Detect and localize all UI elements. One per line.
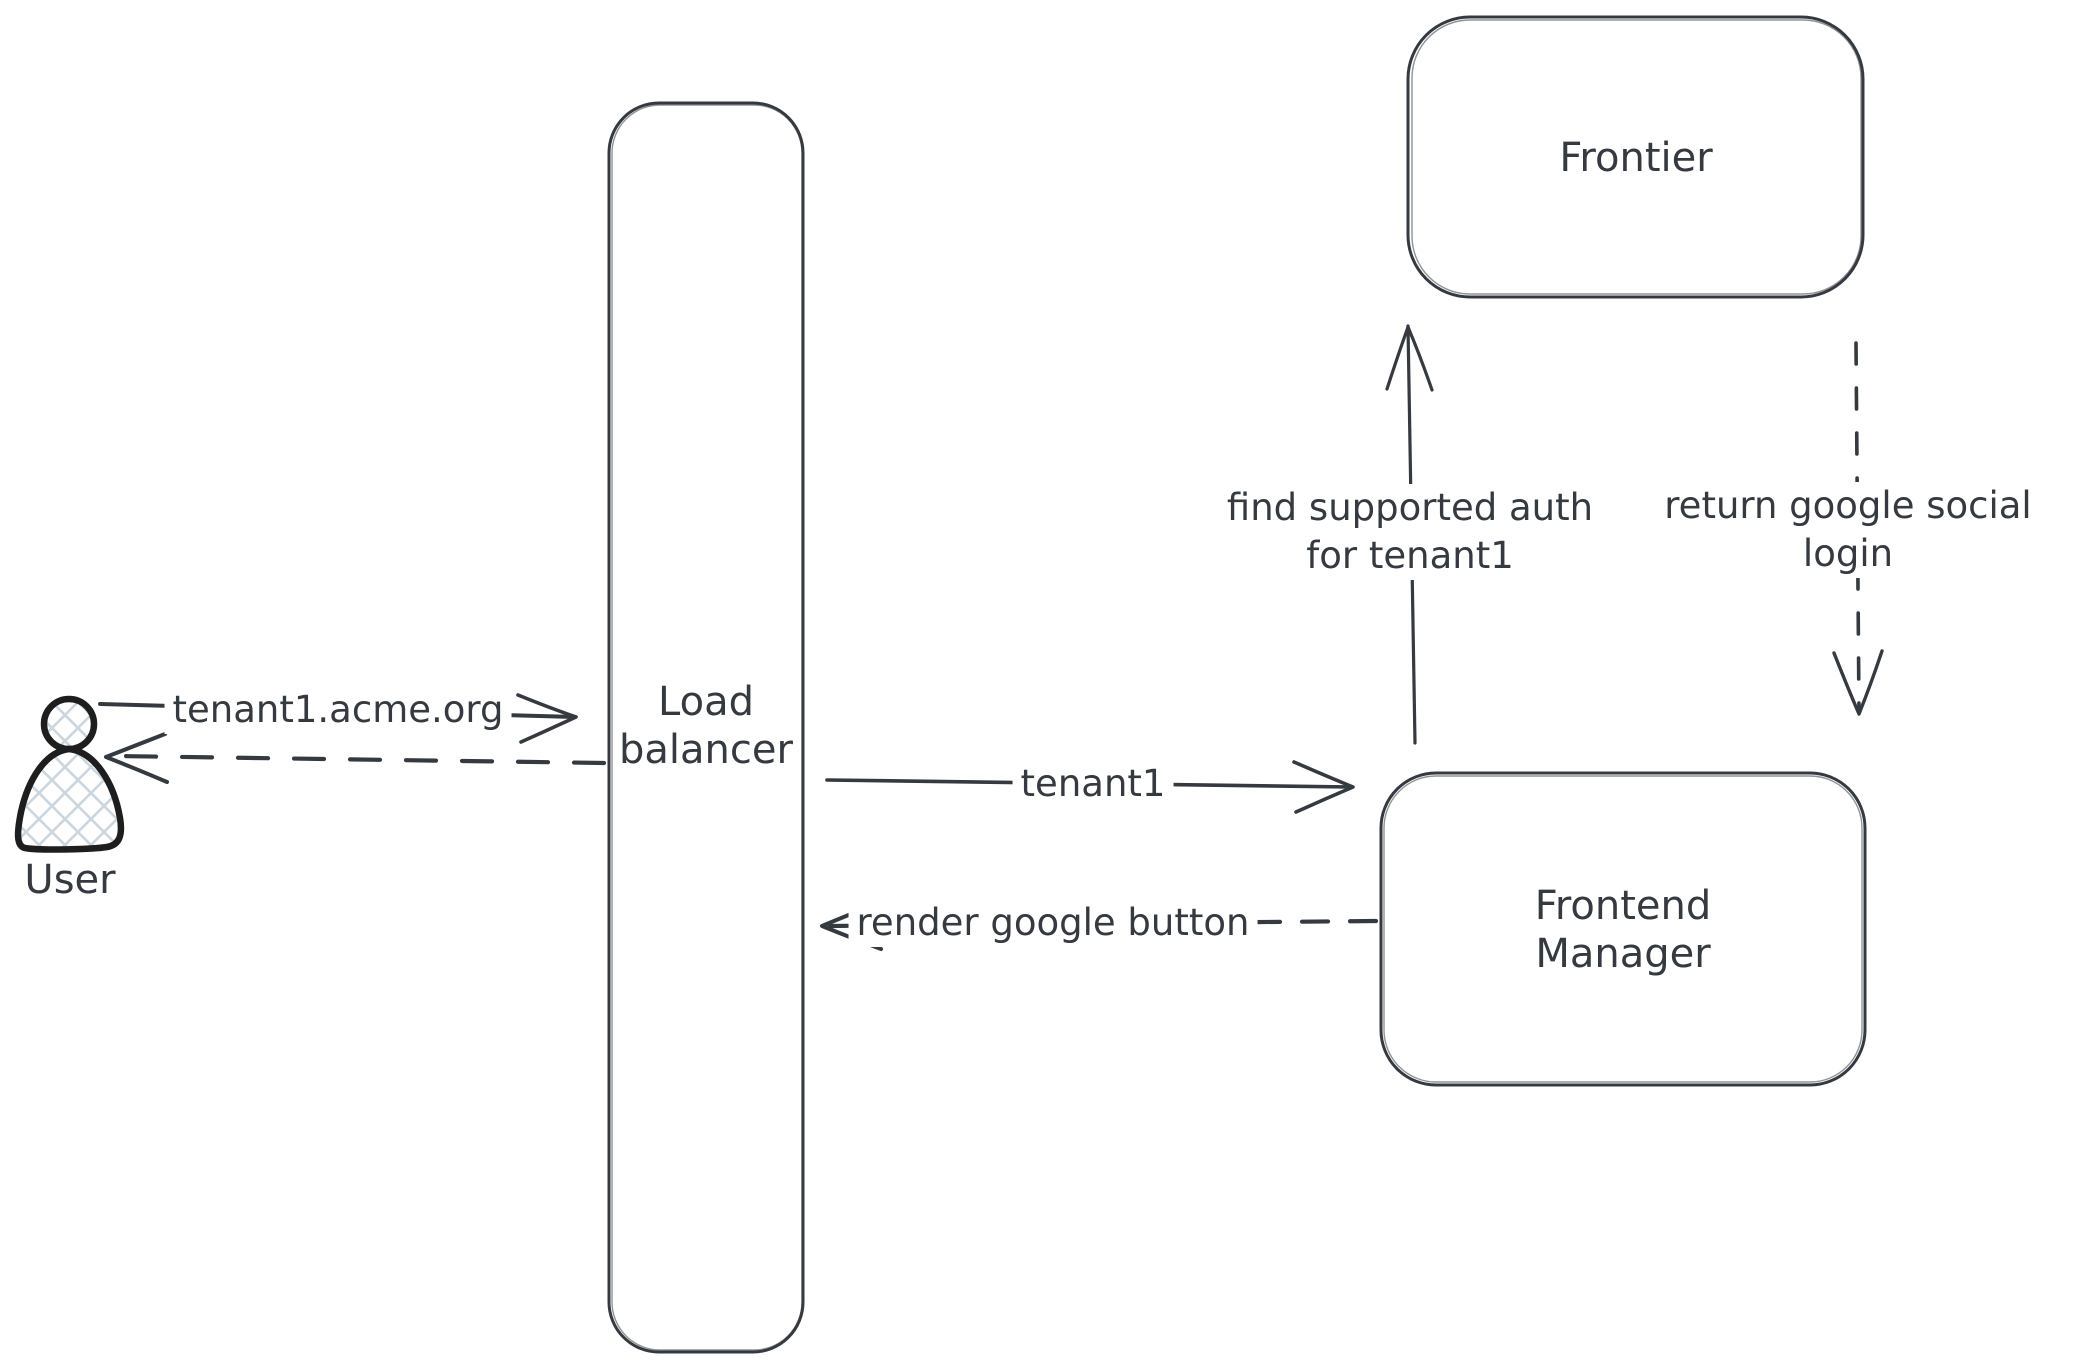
label-frontier-to-fm-line1: return google social [1664,484,2032,527]
label-load-balancer-line2: balancer [619,727,793,773]
label-frontier: Frontier [1559,135,1713,181]
label-user-to-lb: tenant1.acme.org [164,686,512,734]
label-fm-to-frontier-line2: for tenant1 [1306,534,1514,577]
load-balancer-box [607,101,805,1354]
label-frontend-manager-line1: Frontend [1534,883,1712,929]
label-frontier-to-fm-line2: login [1802,532,1894,575]
label-frontend-manager-line2: Manager [1535,931,1711,977]
frontend-manager-box [1379,771,1867,1087]
label-load-balancer: Load balancer [619,678,793,774]
frontier-box [1406,15,1865,299]
label-fm-to-lb: render google button [848,899,1258,947]
label-frontend-manager: Frontend Manager [1535,882,1712,978]
label-lb-to-fm: tenant1 [1012,760,1174,808]
arrow-lb-to-user [104,732,607,784]
label-load-balancer-line1: Load [658,679,754,725]
user-head [40,695,98,753]
label-user: User [24,857,116,903]
user-icon [14,695,125,853]
label-frontier-to-fm: return google social login [1656,482,2040,578]
label-fm-to-frontier-line1: find supported auth [1226,486,1594,529]
user-body [14,745,125,853]
label-fm-to-frontier: find supported auth for tenant1 [1218,484,1602,580]
